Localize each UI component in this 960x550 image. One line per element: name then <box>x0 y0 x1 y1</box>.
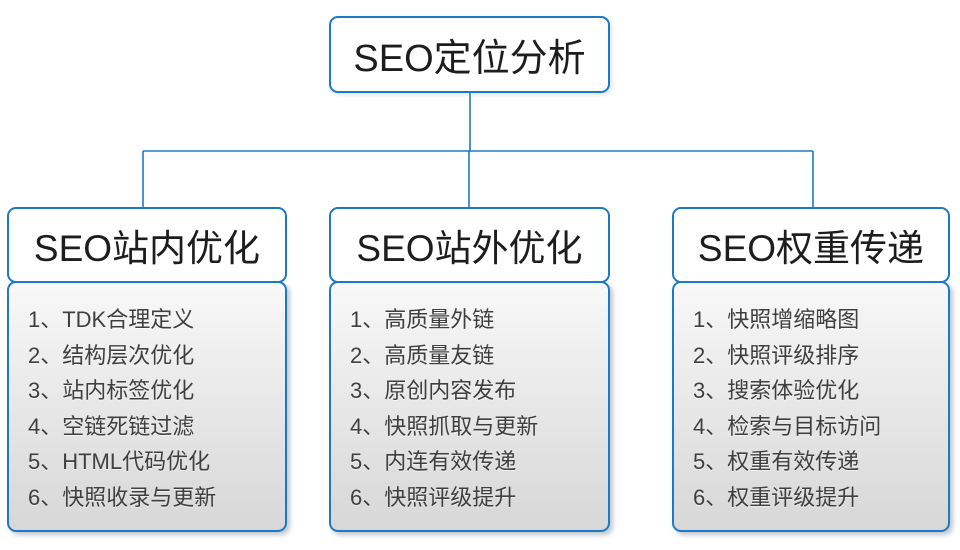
list-item: 4、空链死链过滤 <box>28 413 195 439</box>
list-item: 6、快照收录与更新 <box>28 484 217 510</box>
list-item: 5、HTML代码优化 <box>28 449 211 475</box>
list-item: 2、快照评级排序 <box>693 342 860 368</box>
list-item: 2、结构层次优化 <box>28 342 195 368</box>
list-item: 1、快照增缩略图 <box>693 307 860 332</box>
list-item: 1、高质量外链 <box>350 307 495 332</box>
list-item: 6、权重评级提升 <box>693 484 860 510</box>
column-header-title: SEO站外优化 <box>356 228 583 269</box>
list-item: 4、快照抓取与更新 <box>350 413 539 439</box>
list-item: 6、快照评级提升 <box>350 484 517 510</box>
column-item-list: 1、TDK合理定义 2、结构层次优化 3、站内标签优化 4、空链死链过滤 5、H… <box>7 281 287 532</box>
list-item: 5、权重有效传递 <box>693 449 860 475</box>
root-node: SEO定位分析 <box>329 16 610 93</box>
list-item: 3、搜索体验优化 <box>693 378 860 404</box>
column-header-title: SEO站内优化 <box>33 228 261 269</box>
column-header: SEO站外优化 <box>329 207 610 283</box>
list-item: 5、内连有效传递 <box>350 449 517 475</box>
list-item: 3、站内标签优化 <box>28 378 195 404</box>
column-onsite-optimization: SEO站内优化 1、TDK合理定义 2、结构层次优化 3、站内标签优化 4、空链… <box>7 207 287 532</box>
column-item-list: 1、快照增缩略图 2、快照评级排序 3、搜索体验优化 4、检索与目标访问 5、权… <box>672 281 950 532</box>
column-header: SEO站内优化 <box>7 207 287 283</box>
column-header: SEO权重传递 <box>672 207 950 283</box>
root-node-title: SEO定位分析 <box>353 38 586 80</box>
list-item: 1、TDK合理定义 <box>28 307 195 332</box>
column-header-title: SEO权重传递 <box>697 228 925 269</box>
column-item-list: 1、高质量外链 2、高质量友链 3、原创内容发布 4、快照抓取与更新 5、内连有… <box>329 281 610 532</box>
list-item: 4、检索与目标访问 <box>693 413 882 439</box>
list-item: 3、原创内容发布 <box>350 378 517 404</box>
column-offsite-optimization: SEO站外优化 1、高质量外链 2、高质量友链 3、原创内容发布 4、快照抓取与… <box>329 207 610 532</box>
list-item: 2、高质量友链 <box>350 342 495 368</box>
column-weight-transfer: SEO权重传递 1、快照增缩略图 2、快照评级排序 3、搜索体验优化 4、检索与… <box>672 207 950 532</box>
